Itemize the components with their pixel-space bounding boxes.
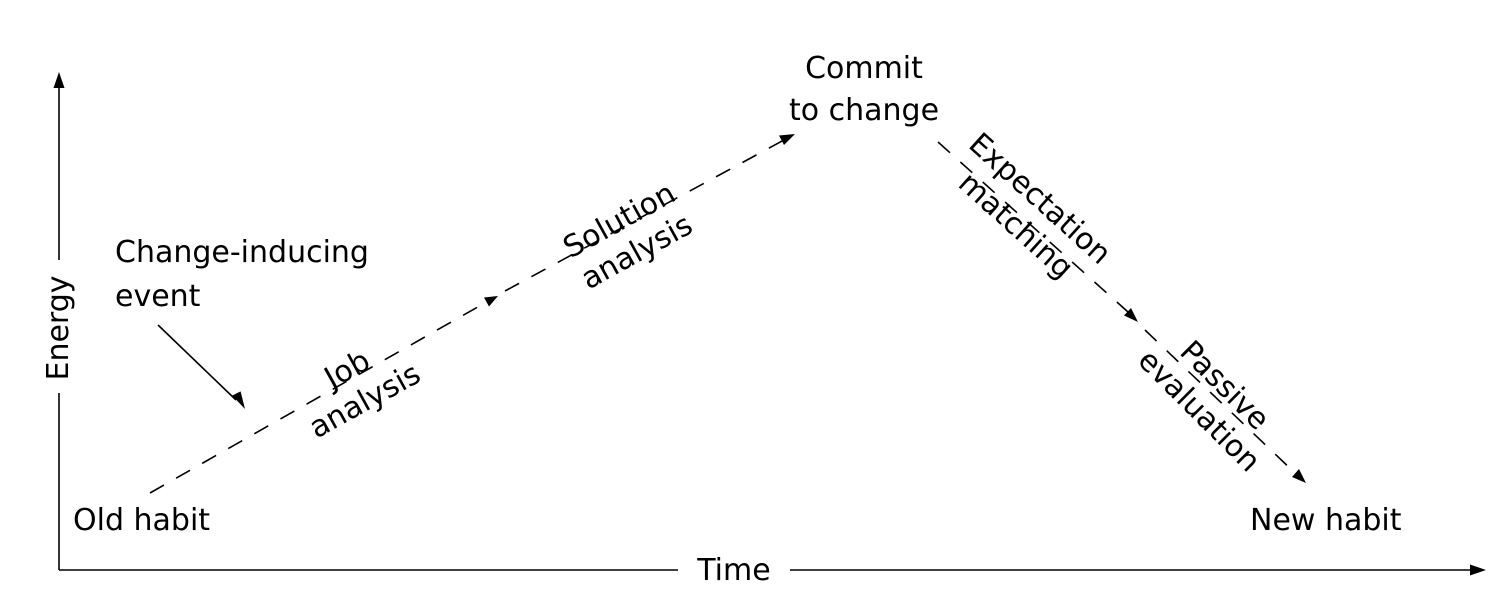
- falling-end-arrowhead: [1292, 469, 1306, 483]
- node-old-habit: Old habit: [73, 503, 210, 538]
- rising-path-lower: [149, 299, 491, 494]
- node-new-habit: New habit: [1250, 503, 1402, 538]
- y-axis-arrowhead: [53, 72, 65, 88]
- event-arrowhead: [232, 391, 245, 409]
- rising-top-arrowhead: [779, 134, 795, 145]
- rising-mid-arrowhead: [484, 296, 498, 307]
- y-axis-label: Energy: [41, 275, 76, 380]
- stage-passive-evaluation: Passive evaluation: [1131, 334, 1276, 479]
- stage-job-analysis: Job analysis: [303, 343, 426, 446]
- rising-path-upper: [504, 139, 785, 292]
- node-commit-line1: Commit: [805, 51, 923, 86]
- node-commit-line2: to change: [789, 93, 939, 128]
- falling-mid-arrowhead: [1124, 308, 1138, 322]
- event-arrow-line: [157, 324, 237, 401]
- falling-path-lower: [1144, 329, 1297, 475]
- x-axis-arrowhead: [1470, 564, 1486, 576]
- falling-path-upper: [937, 141, 1129, 313]
- event-label-line1: Change-inducing: [115, 235, 369, 270]
- x-axis-label: Time: [696, 553, 770, 588]
- stage-expectation-matching: Expectation matching: [951, 126, 1117, 286]
- event-label-line2: event: [115, 279, 201, 314]
- stage-solution-analysis: Solution analysis: [558, 176, 699, 297]
